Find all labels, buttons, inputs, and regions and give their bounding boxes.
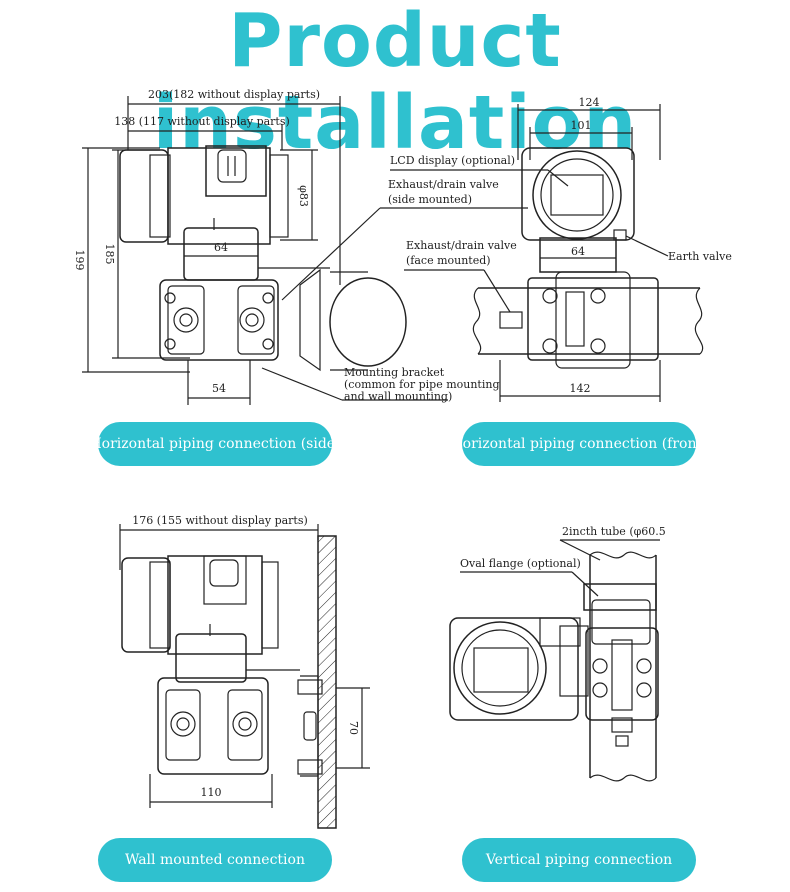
callout-earth-valve: Earth valve xyxy=(668,250,732,263)
label-vertical-piping: Vertical piping connection xyxy=(462,838,696,882)
callout-mounting-bracket-line3: and wall mounting) xyxy=(344,390,452,403)
label-wall-mounted: Wall mounted connection xyxy=(98,838,332,882)
callout-oval-flange: Oval flange (optional) xyxy=(460,557,581,570)
dim-side-height-total: 199 xyxy=(73,250,86,271)
callout-side-valve-line2: (side mounted) xyxy=(388,193,472,206)
dim-wall-width: 176 (155 without display parts) xyxy=(132,514,308,527)
callout-lcd-display: LCD display (optional) xyxy=(390,154,515,167)
dim-side-width-total: 203(182 without display parts) xyxy=(148,88,320,101)
dim-side-flange: 54 xyxy=(212,382,226,395)
dim-front-inner: 101 xyxy=(571,119,592,132)
callout-face-valve-line2: (face mounted) xyxy=(406,254,491,267)
label-horizontal-front: Horizontal piping connection (front) xyxy=(450,422,708,466)
callout-mounting-bracket-line2: (common for pipe mounting xyxy=(344,378,499,391)
dim-front-base: 142 xyxy=(570,382,591,395)
dim-side-neck: 64 xyxy=(214,241,228,254)
dim-side-width-inner: 138 (117 without display parts) xyxy=(114,115,290,128)
callout-tube: 2incth tube (φ60.5 xyxy=(562,525,666,538)
dim-side-display: φ83 xyxy=(297,185,310,207)
dim-wall-base: 110 xyxy=(201,786,222,799)
dim-front-neck: 64 xyxy=(571,245,585,258)
callout-face-valve: Exhaust/drain valve xyxy=(406,239,517,252)
callout-mounting-bracket: Mounting bracket xyxy=(344,366,445,379)
dim-front-outer: 124 xyxy=(579,96,600,109)
callout-side-valve: Exhaust/drain valve xyxy=(388,178,499,191)
dim-side-height-body: 185 xyxy=(103,244,116,265)
dim-wall-bracket: 70 xyxy=(347,721,360,735)
label-horizontal-side: Horizontal piping connection (side) xyxy=(89,422,341,466)
